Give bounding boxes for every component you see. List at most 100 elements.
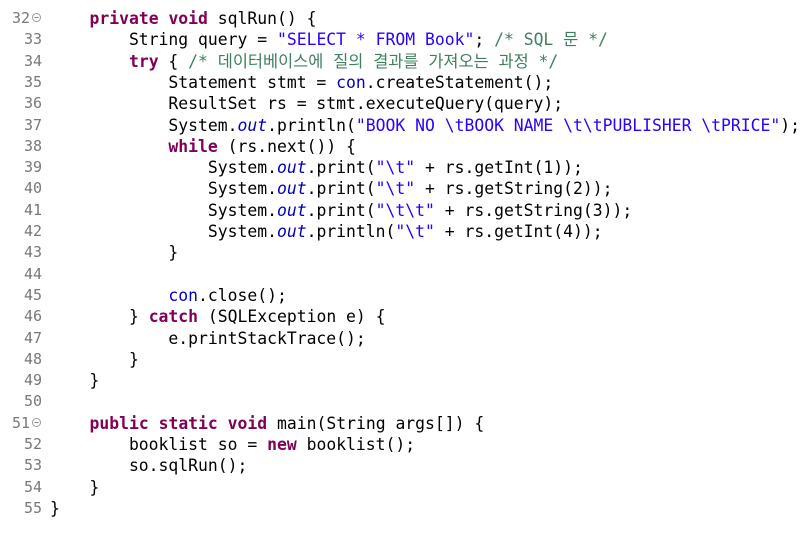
token-ital: out (276, 222, 307, 241)
line-number: 52 (23, 435, 42, 453)
token: ); (780, 115, 800, 135)
token: sqlRun() { (207, 9, 317, 28)
token-str: "\t\t" (375, 200, 435, 220)
token: .print( (306, 179, 376, 199)
token-fld: con (168, 285, 199, 305)
token: (SQLException e) { (198, 307, 386, 327)
token-ital: out (276, 200, 307, 220)
token: String query = (50, 30, 277, 50)
line-number: 49 (23, 371, 42, 390)
code-text: } (50, 370, 99, 391)
token: + rs.getInt(4)); (434, 222, 603, 241)
token: (rs.next()) { (217, 136, 356, 156)
code-text: System.out.print("\t\t" + rs.getString(3… (50, 200, 632, 221)
token-fld: con (336, 72, 366, 92)
code-text: ResultSet rs = stmt.executeQuery(query); (50, 93, 563, 114)
token-kw: static (158, 413, 218, 433)
line-number: 51 (11, 413, 30, 432)
collapse-icon[interactable]: − (32, 13, 41, 22)
code-text: System.out.print("\t" + rs.getString(2))… (50, 178, 613, 199)
token-kw: new (267, 435, 297, 454)
line-number: 48 (23, 349, 42, 368)
line-number: 50 (23, 392, 42, 411)
line-number: 36 (23, 94, 42, 113)
token: System. (50, 200, 277, 220)
line-number: 55 (23, 498, 42, 517)
line-number: 43 (23, 243, 42, 262)
line-number: 39 (23, 158, 42, 177)
token: Statement stmt = (50, 72, 337, 92)
code-text: so.sqlRun(); (50, 455, 247, 476)
token-kw: private (89, 9, 159, 28)
token-kw: catch (148, 307, 199, 327)
token (50, 414, 89, 433)
token (50, 286, 168, 305)
token-str: "BOOK NO \tBOOK NAME \t\tPUBLISHER \tPRI… (355, 115, 781, 135)
token (50, 52, 129, 71)
token: .println( (306, 222, 396, 241)
token: ResultSet rs = stmt.executeQuery(query); (50, 94, 564, 114)
line-number: 32 (11, 9, 30, 27)
token: System. (50, 115, 238, 135)
token: System. (50, 222, 277, 241)
line-number: 33 (23, 30, 42, 49)
line-number: 53 (23, 456, 42, 475)
code-text: } (50, 477, 99, 498)
line-number: 54 (23, 477, 42, 496)
line-number: 34 (23, 51, 42, 70)
token: main(String args[]) { (267, 413, 485, 433)
line-number: 42 (23, 222, 42, 240)
code-text: System.out.print("\t" + rs.getInt(1)); (50, 157, 583, 178)
token-ital: out (276, 158, 307, 178)
token: .print( (306, 200, 376, 220)
token: .createStatement(); (365, 72, 554, 92)
token: .print( (306, 158, 376, 178)
code-text: private void sqlRun() { (50, 8, 316, 29)
token-kw: void (168, 9, 208, 28)
token-ital: out (276, 179, 307, 199)
code-text: e.printStackTrace(); (50, 328, 365, 349)
token: } (50, 349, 139, 369)
line-number: 46 (23, 307, 42, 326)
token-str: "\t" (375, 158, 416, 178)
line-number: 35 (23, 72, 42, 91)
code-text: System.out.println("BOOK NO \tBOOK NAME … (50, 115, 800, 136)
token (218, 414, 228, 433)
code-text: booklist so = new booklist(); (50, 434, 415, 455)
code-text: } (50, 498, 60, 519)
token-kw: void (227, 413, 268, 433)
collapse-icon[interactable]: − (32, 417, 41, 427)
token: + rs.getString(2)); (415, 179, 613, 199)
token-cmt: /* SQL 문 */ (494, 30, 608, 50)
code-text: } (50, 349, 139, 370)
token (159, 9, 169, 28)
code-text: Statement stmt = con.createStatement(); (50, 72, 553, 93)
token-str: "SELECT * FROM Book" (276, 30, 475, 50)
token: booklist(); (296, 435, 416, 454)
line-number: 37 (23, 115, 42, 134)
token: + rs.getInt(1)); (415, 158, 583, 178)
token-ital: out (237, 115, 268, 135)
code-text: while (rs.next()) { (50, 136, 356, 157)
code-text: System.out.println("\t" + rs.getInt(4)); (50, 221, 603, 242)
token: booklist so = (50, 435, 268, 454)
token-kw: while (168, 136, 218, 156)
token-str: "\t" (375, 179, 416, 199)
code-text: try { /* 데이터베이스에 질의 결과를 가져오는 과정 */ (50, 51, 558, 72)
token: System. (50, 179, 277, 199)
token-str: "\t" (395, 222, 435, 241)
token: so.sqlRun(); (50, 456, 248, 476)
code-text: con.close(); (50, 285, 286, 306)
token-kw: public (89, 413, 149, 433)
line-number: 44 (23, 264, 42, 283)
token: System. (50, 158, 277, 178)
line-number: 45 (23, 285, 42, 304)
token-kw: try (128, 51, 159, 71)
token: .println( (267, 115, 356, 135)
code-text: } catch (SQLException e) { (50, 306, 386, 327)
token: + rs.getString(3)); (434, 200, 633, 220)
token: { (158, 51, 189, 71)
token: } (50, 477, 100, 497)
code-text: String query = "SELECT * FROM Book"; /* … (50, 29, 608, 50)
